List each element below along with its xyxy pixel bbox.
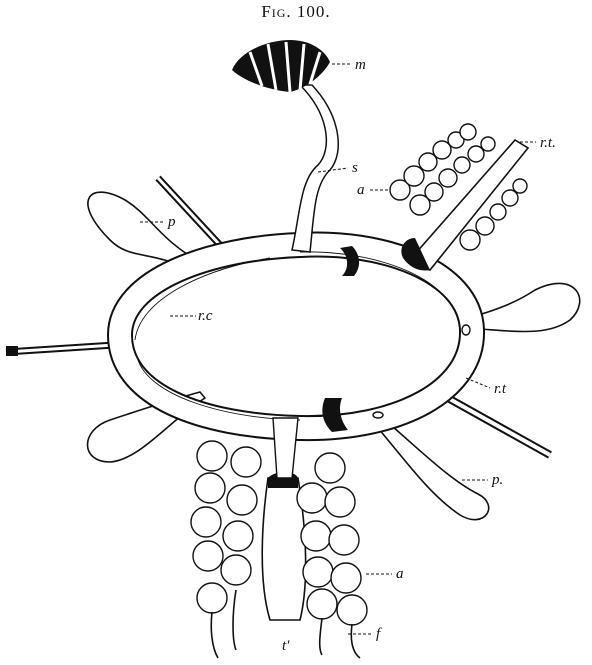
label-a-top: a xyxy=(357,182,365,198)
label-m: m xyxy=(355,57,366,73)
label-p-left: p xyxy=(167,214,176,230)
ring-canal xyxy=(120,244,472,432)
tentacle-t-prime xyxy=(262,418,305,620)
cap-m xyxy=(232,40,330,92)
pedal-lobe-lower-right xyxy=(378,420,489,520)
label-rc: r.c xyxy=(198,308,213,324)
label-rt-top: r.t. xyxy=(540,135,556,151)
label-s: s xyxy=(352,160,358,176)
label-t-prime: t′ xyxy=(282,638,290,654)
stalk-s xyxy=(292,85,338,252)
label-a-bottom: a xyxy=(396,566,404,582)
label-rt-right: r.t xyxy=(494,381,507,397)
label-p-right: p. xyxy=(491,472,503,488)
label-f: f xyxy=(376,626,382,642)
